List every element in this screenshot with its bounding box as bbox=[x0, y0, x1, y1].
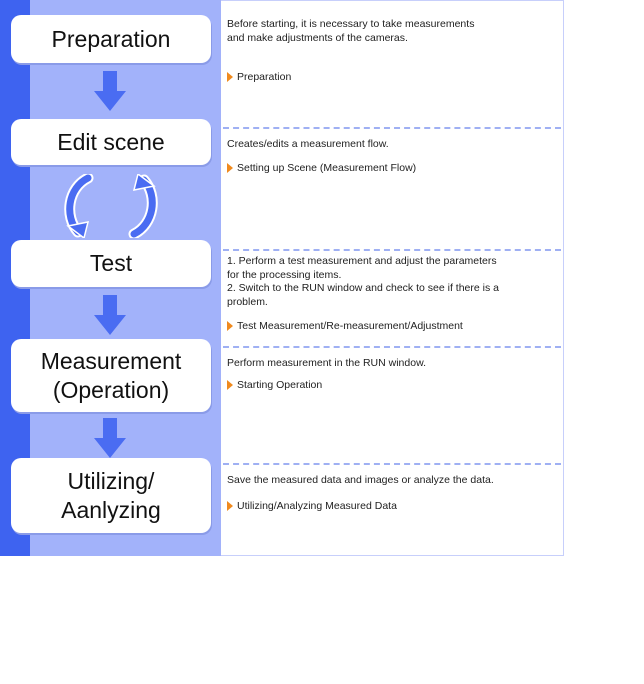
link-utilizing-analyzing[interactable]: Utilizing/Analyzing Measured Data bbox=[227, 500, 397, 512]
step-box-edit-scene: Edit scene bbox=[11, 119, 211, 165]
link-preparation[interactable]: Preparation bbox=[227, 71, 291, 83]
orange-triangle-icon bbox=[227, 72, 233, 82]
down-arrow-icon bbox=[94, 71, 126, 111]
step-box-measurement: Measurement (Operation) bbox=[11, 339, 211, 412]
step-box-utilizing: Utilizing/ Aanlyzing bbox=[11, 458, 211, 533]
down-arrow-icon bbox=[94, 418, 126, 458]
link-label: Starting Operation bbox=[237, 379, 323, 391]
section-separator bbox=[223, 463, 561, 465]
step-box-preparation: Preparation bbox=[11, 15, 211, 63]
section-separator bbox=[223, 346, 561, 348]
step-label: Preparation bbox=[51, 25, 171, 52]
cycle-arrows-icon bbox=[64, 174, 158, 238]
link-label: Utilizing/Analyzing Measured Data bbox=[237, 500, 397, 512]
orange-triangle-icon bbox=[227, 501, 233, 511]
step-label: Edit scene bbox=[57, 128, 165, 155]
orange-triangle-icon bbox=[227, 321, 233, 331]
step-description-utilizing: Save the measured data and images or ana… bbox=[227, 474, 494, 486]
link-label: Test Measurement/Re-measurement/Adjustme… bbox=[237, 320, 463, 332]
section-separator bbox=[223, 127, 561, 129]
step-description-measurement: Perform measurement in the RUN window. bbox=[227, 357, 426, 369]
step-description-edit-scene: Creates/edits a measurement flow. bbox=[227, 138, 389, 150]
step-label: Measurement (Operation) bbox=[40, 347, 182, 403]
step-description-preparation: Before starting, it is necessary to take… bbox=[227, 18, 475, 44]
down-arrow-icon bbox=[94, 295, 126, 335]
link-label: Preparation bbox=[237, 71, 292, 83]
section-separator bbox=[223, 249, 561, 251]
link-setting-up-scene[interactable]: Setting up Scene (Measurement Flow) bbox=[227, 162, 416, 174]
link-label: Setting up Scene (Measurement Flow) bbox=[237, 162, 417, 174]
orange-triangle-icon bbox=[227, 380, 233, 390]
link-starting-operation[interactable]: Starting Operation bbox=[227, 379, 322, 391]
workflow-diagram: Preparation Edit scene Test Measurement … bbox=[0, 0, 564, 556]
step-label: Utilizing/ Aanlyzing bbox=[61, 467, 161, 523]
step-label: Test bbox=[89, 250, 133, 277]
link-test-measurement[interactable]: Test Measurement/Re-measurement/Adjustme… bbox=[227, 320, 463, 332]
step-description-test: 1. Perform a test measurement and adjust… bbox=[227, 255, 499, 308]
orange-triangle-icon bbox=[227, 163, 233, 173]
step-box-test: Test bbox=[11, 240, 211, 287]
